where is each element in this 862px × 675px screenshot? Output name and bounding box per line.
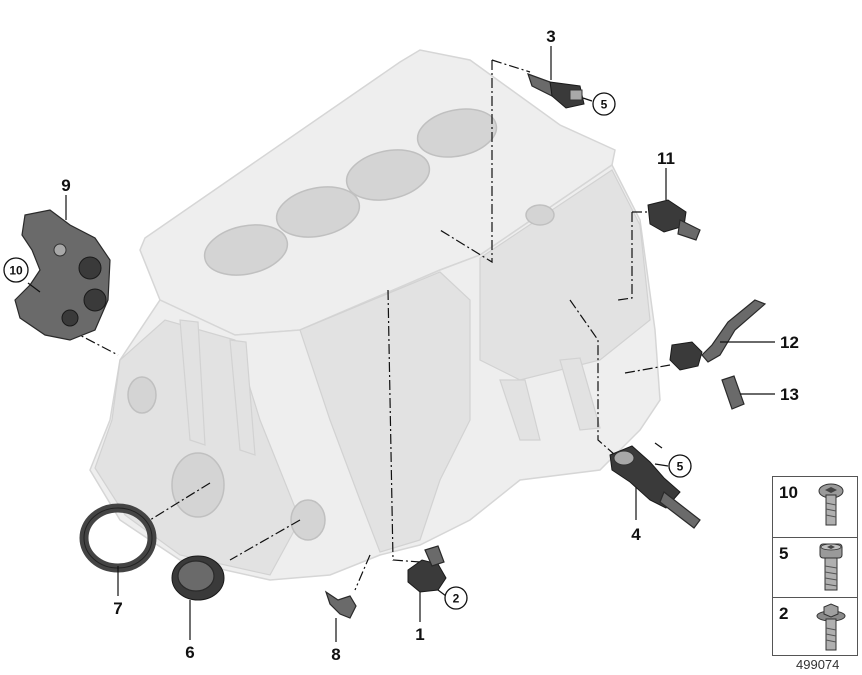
callout-6: 6: [185, 643, 194, 662]
engine-block: [89, 49, 661, 581]
sleeve-part-13[interactable]: [721, 375, 745, 410]
callout-11: 11: [657, 149, 675, 168]
callout-4: 4: [631, 525, 641, 544]
legend-number: 10: [779, 483, 798, 502]
callout-5-top-label: 5: [601, 98, 608, 112]
callout-3: 3: [546, 27, 555, 46]
callout-2-label: 2: [453, 592, 460, 606]
assembly-leader-lines: [69, 59, 671, 591]
callout-1: 1: [415, 625, 424, 644]
legend-number: 2: [779, 604, 789, 623]
callout-10: 10: [3, 257, 29, 283]
bracket-part-9[interactable]: [14, 209, 111, 341]
callout-12: 12: [780, 333, 799, 352]
callout-13: 13: [780, 385, 799, 404]
callout-2: 2: [444, 586, 468, 610]
legend-row-10[interactable]: 10: [773, 477, 857, 537]
sensor-part-4[interactable]: [609, 445, 701, 529]
legend-row-2[interactable]: 2: [773, 597, 857, 657]
torx-bolt-short-icon: [818, 483, 844, 526]
callout-8: 8: [331, 645, 340, 664]
callout-7: 7: [113, 599, 122, 618]
sensor-part-11[interactable]: [647, 199, 701, 241]
plug-cap-part-6[interactable]: [171, 555, 225, 601]
callout-5-top: 5: [592, 92, 616, 116]
sensor-part-3[interactable]: [527, 73, 585, 109]
fastener-legend: 10 5 2: [772, 476, 858, 656]
callout-9: 9: [61, 176, 70, 195]
callout-5-right-label: 5: [677, 460, 684, 474]
legend-number: 5: [779, 544, 789, 563]
vent-pipe-part-12[interactable]: [669, 299, 767, 371]
callout-leaders: [27, 46, 775, 642]
callout-10-label: 10: [9, 264, 23, 278]
flange-bolt-icon: [816, 603, 846, 651]
legend-row-5[interactable]: 5: [773, 537, 857, 597]
hex-socket-bolt-icon: [819, 543, 843, 591]
callout-5-right: 5: [668, 454, 692, 478]
clip-part-8[interactable]: [324, 590, 357, 619]
knock-sensor-part-1[interactable]: [407, 545, 447, 593]
diagram-reference-number: 499074: [796, 657, 840, 672]
